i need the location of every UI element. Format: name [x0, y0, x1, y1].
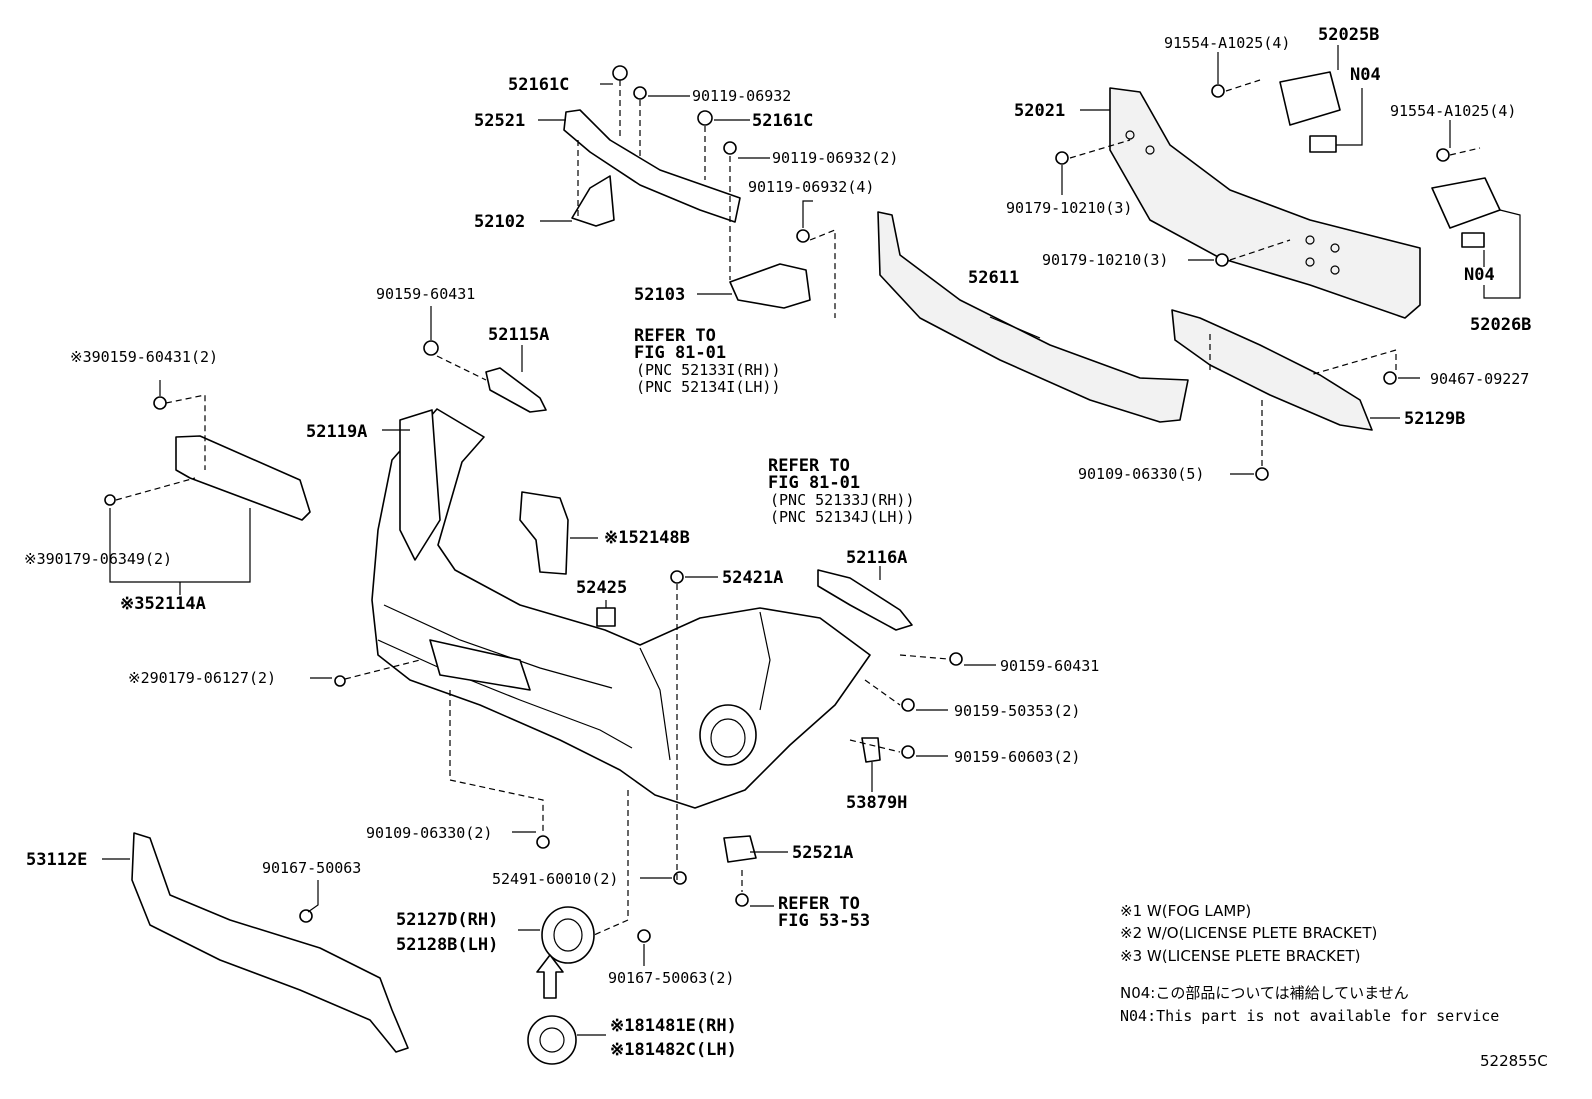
retainer-52115A	[485, 367, 547, 413]
label-90159-50353: 90159-50353(2)	[954, 702, 1080, 720]
label-91554-A1025-b: 91554-A1025(4)	[1390, 102, 1516, 120]
bracket-52129B	[1171, 309, 1373, 431]
bumper-reinforcement	[1109, 87, 1421, 319]
refer-c-line: REFER TO	[778, 894, 860, 914]
refer-b-line: FIG 81-01	[768, 473, 860, 493]
refer-b-line: (PNC 52134J(LH))	[770, 508, 915, 526]
label-90159-60431-b: ※390159-60431(2)	[70, 348, 218, 366]
label-90179-06127: ※290179-06127(2)	[128, 669, 276, 687]
label-52425: 52425	[576, 578, 627, 598]
label-52421A: 52421A	[722, 568, 783, 588]
label-52128B-LH: 52128B(LH)	[396, 935, 498, 955]
duct-52148B	[519, 491, 569, 575]
label-52021: 52021	[1014, 101, 1065, 121]
label-90159-60431-a: 90159-60431	[376, 285, 475, 303]
label-52114A: ※352114A	[120, 594, 206, 614]
label-52115A: 52115A	[488, 325, 549, 345]
label-90119-06932-c: 90119-06932(4)	[748, 178, 874, 196]
label-90167-50063-b: 90167-50063(2)	[608, 969, 734, 987]
energy-absorber	[877, 211, 1189, 423]
label-81481E-RH: ※181481E(RH)	[610, 1016, 737, 1036]
label-52119A: 52119A	[306, 422, 367, 442]
label-52103: 52103	[634, 285, 685, 305]
label-52161C-b: 52161C	[752, 111, 813, 131]
label-90119-06932-a: 90119-06932	[692, 87, 791, 105]
refer-block-a: REFER TO FIG 81-01 (PNC 52133I(RH)) (PNC…	[634, 326, 781, 396]
bracket-52521	[563, 109, 741, 223]
label-90179-06349: ※390179-06349(2)	[24, 550, 172, 568]
fog-cover-81481E	[527, 1015, 577, 1065]
label-52026B: 52026B	[1470, 315, 1531, 335]
n04-note-jp: N04:この部品については補給していません	[1120, 984, 1409, 1002]
label-90119-06932-b: 90119-06932(2)	[772, 149, 898, 167]
lower-grille-53112E	[131, 832, 409, 1053]
refer-b-line: (PNC 52133J(RH))	[770, 491, 915, 509]
label-52521A: 52521A	[792, 843, 853, 863]
legend-note: ※1 W(FOG LAMP)	[1120, 902, 1251, 920]
legend-note: ※3 W(LICENSE PLETE BRACKET)	[1120, 947, 1360, 965]
label-52102: 52102	[474, 212, 525, 232]
label-90109-06330-a: 90109-06330(5)	[1078, 465, 1204, 483]
label-91554-A1025-a: 91554-A1025(4)	[1164, 34, 1290, 52]
label-53112E: 53112E	[26, 850, 87, 870]
label-90179-10210-b: 90179-10210(3)	[1042, 251, 1168, 269]
bracket-52102	[571, 175, 615, 227]
label-52491-60010: 52491-60010(2)	[492, 870, 618, 888]
bumper-cover	[371, 408, 871, 809]
retainer-52116A	[817, 569, 913, 631]
n04-note-en: N04:This part is not available for servi…	[1120, 1007, 1499, 1025]
license-bracket-52114A	[175, 435, 311, 521]
label-52129B: 52129B	[1404, 409, 1465, 429]
label-52521: 52521	[474, 111, 525, 131]
label-53879H: 53879H	[846, 793, 907, 813]
label-52127D-RH: 52127D(RH)	[396, 910, 498, 930]
refer-a-line: (PNC 52134I(LH))	[636, 378, 781, 396]
refer-a-line: REFER TO	[634, 326, 716, 346]
label-N04-b: N04	[1464, 265, 1495, 285]
bracket-52103	[729, 263, 811, 309]
label-90467-09227: 90467-09227	[1430, 370, 1529, 388]
figure-id: 522855C	[1480, 1052, 1548, 1070]
label-90167-50063-a: 90167-50063	[262, 859, 361, 877]
label-81482C-LH: ※181482C(LH)	[610, 1040, 737, 1060]
n04-notes: N04:この部品については補給していません N04:This part is n…	[1120, 984, 1499, 1025]
label-90109-06330-b: 90109-06330(2)	[366, 824, 492, 842]
refer-a-line: FIG 81-01	[634, 343, 726, 363]
fog-bezel-52127D	[541, 906, 595, 964]
assembly-lines	[115, 79, 1481, 936]
leader-lines	[102, 45, 1521, 1036]
pad-52425	[596, 607, 616, 627]
refer-a-line: (PNC 52133I(RH))	[636, 361, 781, 379]
legend-note: ※2 W/O(LICENSE PLETE BRACKET)	[1120, 924, 1377, 942]
label-52161C-a: 52161C	[508, 75, 569, 95]
legend-notes: ※1 W(FOG LAMP) ※2 W/O(LICENSE PLETE BRAC…	[1120, 902, 1377, 965]
label-N04-a: N04	[1350, 65, 1381, 85]
label-90179-10210-a: 90179-10210(3)	[1006, 199, 1132, 217]
refer-block-c: REFER TO FIG 53-53	[778, 894, 870, 931]
refer-c-line: FIG 53-53	[778, 911, 870, 931]
refer-b-line: REFER TO	[768, 456, 850, 476]
label-52148B: ※152148B	[604, 528, 690, 548]
arrow-up-icon	[536, 954, 564, 999]
label-52611: 52611	[968, 268, 1019, 288]
label-52025B: 52025B	[1318, 25, 1379, 45]
label-52116A: 52116A	[846, 548, 907, 568]
label-90159-60603: 90159-60603(2)	[954, 748, 1080, 766]
refer-block-b: REFER TO FIG 81-01 (PNC 52133J(RH)) (PNC…	[768, 456, 915, 526]
label-90159-60431-c: 90159-60431	[1000, 657, 1099, 675]
